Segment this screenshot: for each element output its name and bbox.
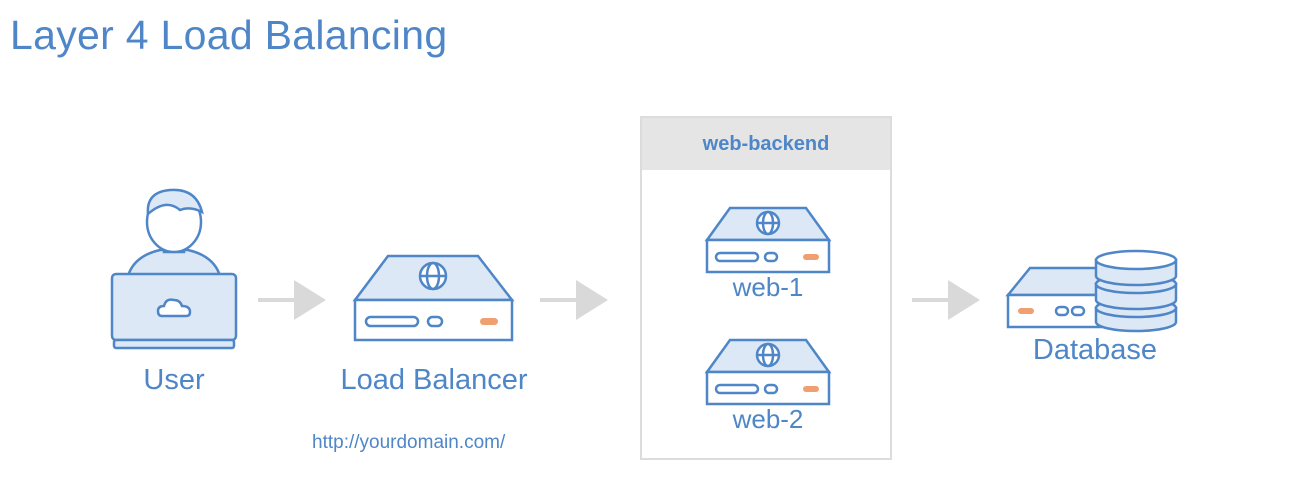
load-balancer-icon bbox=[352, 254, 515, 342]
web-2-label: web-2 bbox=[732, 404, 804, 434]
database-cylinder-icon bbox=[1094, 249, 1178, 333]
diagram-title: Layer 4 Load Balancing bbox=[10, 12, 448, 58]
web-1-label: web-1 bbox=[732, 272, 804, 302]
database-server-icon bbox=[1005, 266, 1112, 329]
web-backend-title: web-backend bbox=[642, 118, 890, 170]
user-label: User bbox=[143, 364, 205, 396]
load-balancer-url: http://yourdomain.com/ bbox=[312, 432, 506, 453]
user-icon bbox=[110, 188, 238, 350]
database-label: Database bbox=[1032, 334, 1158, 366]
web-2-server-icon bbox=[704, 338, 832, 406]
load-balancer-label: Load Balancer bbox=[340, 364, 528, 396]
web-backend-group: web-backend bbox=[640, 116, 892, 460]
web-1-server-icon bbox=[704, 206, 832, 274]
